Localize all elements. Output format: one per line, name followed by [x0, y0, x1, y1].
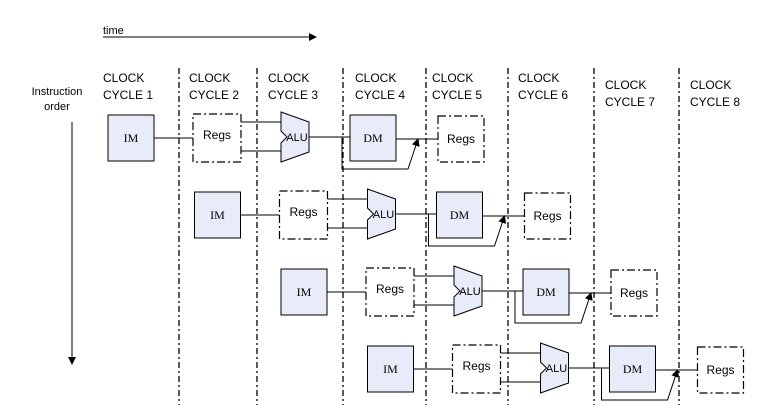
cycle-dividers	[178, 68, 680, 405]
instruction-order-label-line1: Instruction	[32, 86, 83, 98]
alu-label: ALU	[459, 286, 480, 298]
writeback-regs-label: Regs	[533, 209, 561, 223]
cycle-4-line2: CYCLE 4	[355, 88, 405, 102]
regs-box	[278, 190, 329, 240]
writeback-bypass-wire	[601, 368, 680, 401]
instruction-row: IM Regs ALU DM Regs	[107, 111, 485, 170]
time-label: time	[103, 25, 124, 37]
cycle-labels: CLOCK CYCLE 1 CLOCK CYCLE 2 CLOCK CYCLE …	[103, 71, 740, 109]
cycle-3-line2: CYCLE 3	[268, 88, 318, 102]
instruction-row: IM Regs ALU DM Regs	[194, 188, 572, 247]
cycle-7-line1: CLOCK	[605, 78, 646, 92]
writeback-bypass-wire	[428, 214, 507, 247]
im-label: IM	[383, 362, 398, 376]
writeback-regs-box	[437, 115, 485, 163]
writeback-bypass-wire	[341, 137, 420, 170]
writeback-bypass-wire	[514, 291, 593, 324]
regs-box	[192, 113, 242, 163]
alu-label: ALU	[373, 209, 394, 221]
cycle-4-line1: CLOCK	[355, 71, 396, 85]
regs-label: Regs	[462, 359, 490, 373]
instruction-order-label-line2: order	[44, 101, 70, 113]
alu-shape	[540, 342, 569, 394]
cycle-5-line2: CYCLE 5	[432, 88, 482, 102]
cycle-3-line1: CLOCK	[268, 71, 309, 85]
writeback-regs-box	[696, 346, 745, 394]
writeback-regs-label: Regs	[706, 363, 734, 377]
dm-box	[522, 268, 570, 316]
cycle-7-line2: CYCLE 7	[605, 95, 655, 109]
im-label: IM	[124, 131, 139, 145]
cycle-8-line1: CLOCK	[690, 78, 731, 92]
regs-label: Regs	[203, 128, 231, 142]
regs-box	[365, 267, 415, 317]
writeback-regs-box	[523, 192, 572, 240]
im-box	[280, 268, 328, 316]
alu-label: ALU	[286, 132, 307, 144]
alu-shape	[280, 111, 310, 163]
cycle-6-line1: CLOCK	[518, 71, 559, 85]
regs-label: Regs	[376, 282, 404, 296]
im-label: IM	[210, 208, 225, 222]
dm-box	[349, 114, 397, 162]
writeback-regs-box	[610, 269, 658, 317]
im-label: IM	[297, 285, 312, 299]
cycle-5-line1: CLOCK	[432, 71, 473, 85]
dm-label: DM	[363, 131, 383, 145]
instruction-row: IM Regs ALU DM Regs	[280, 265, 658, 324]
cycle-8-line2: CYCLE 8	[690, 95, 740, 109]
writeback-regs-label: Regs	[447, 132, 475, 146]
instruction-row: IM Regs ALU DM Regs	[367, 342, 745, 401]
alu-shape	[453, 265, 483, 317]
cycle-6-line2: CYCLE 6	[518, 88, 568, 102]
cycle-2-line1: CLOCK	[189, 71, 230, 85]
regs-label: Regs	[289, 205, 317, 219]
dm-label: DM	[623, 362, 643, 376]
dm-box	[609, 345, 656, 393]
cycle-1-line2: CYCLE 1	[103, 88, 153, 102]
dm-box	[436, 191, 483, 239]
im-box	[367, 345, 414, 393]
cycle-2-line2: CYCLE 2	[189, 88, 239, 102]
alu-label: ALU	[546, 363, 567, 375]
writeback-regs-label: Regs	[620, 286, 648, 300]
regs-box	[451, 344, 502, 394]
cycle-1-line1: CLOCK	[103, 71, 144, 85]
dm-label: DM	[450, 208, 470, 222]
alu-shape	[367, 188, 396, 240]
dm-label: DM	[536, 285, 556, 299]
